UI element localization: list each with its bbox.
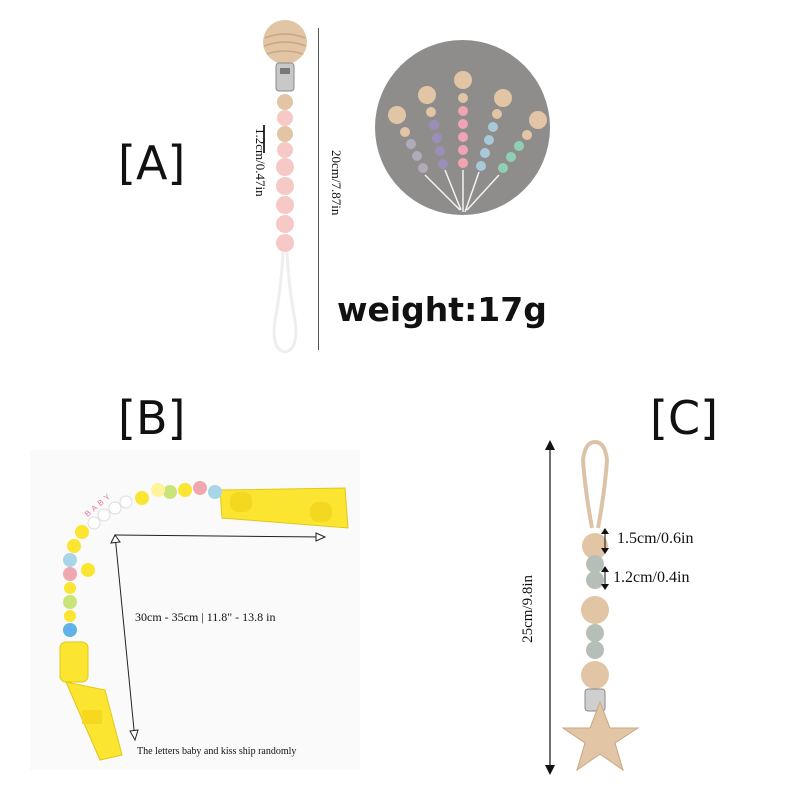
- bead-size-marker-a: [263, 125, 265, 153]
- panel-c-label: [C]: [650, 391, 719, 445]
- pacifier-clip-c-image: [561, 439, 640, 772]
- length-line-a: [318, 28, 319, 350]
- weight-text: weight:17g: [337, 290, 547, 329]
- bead-size-a: 1.2cm/0.47in: [253, 128, 268, 197]
- bead-size-large-c: 1.5cm/0.6in: [617, 530, 694, 547]
- length-arrow-c: [545, 440, 555, 775]
- color-variants-photo: [375, 40, 550, 215]
- panel-a-label: [A]: [118, 136, 186, 190]
- length-b: 30cm - 35cm | 11.8" - 13.8 in: [135, 610, 276, 624]
- bead-size-arrow-small: [601, 566, 609, 590]
- panel-b-label: [B]: [118, 391, 186, 445]
- pacifier-clip-a-image: [263, 20, 307, 354]
- bead-size-arrow-large: [601, 528, 609, 554]
- bead-size-small-c: 1.2cm/0.4in: [613, 569, 690, 586]
- measure-arrows-b: [110, 532, 327, 742]
- length-a: 20cm/7.87in: [329, 150, 344, 216]
- note-b: The letters baby and kiss ship randomly: [137, 746, 297, 757]
- length-c: 25cm/9.8in: [520, 575, 536, 643]
- pacifier-clip-b-image: [59, 481, 349, 761]
